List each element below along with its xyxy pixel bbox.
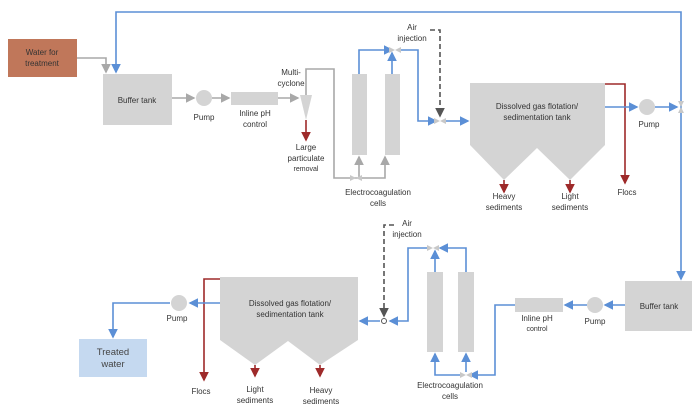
- ec-label: cells: [370, 199, 386, 208]
- dgf-label: Dissolved gas flotation/: [496, 102, 579, 111]
- feed-line: [77, 57, 111, 74]
- multi-cyclone: [300, 95, 312, 120]
- pump-label: Pump: [585, 317, 606, 326]
- dgf-label: sedimentation tank: [256, 310, 324, 319]
- water-for-treatment-box: [8, 39, 77, 77]
- valve-icon: [350, 175, 362, 181]
- inline-ph-1: [231, 92, 278, 105]
- valve-icon: [381, 318, 387, 324]
- flocs2-line: [199, 278, 220, 382]
- pump-4: [171, 295, 187, 311]
- cyclone-ec-line: [305, 68, 390, 179]
- inline-ph-2: [515, 298, 563, 312]
- product-label: water: [100, 359, 124, 370]
- valve-icon: [434, 118, 446, 124]
- pump-1: [196, 90, 212, 106]
- flocs-label: Flocs: [191, 387, 210, 396]
- air-label: injection: [392, 230, 421, 239]
- heavy-label: sediments: [303, 397, 339, 406]
- dgf-tank-2: [220, 277, 358, 365]
- ph-label: control: [243, 120, 267, 129]
- pump-3: [587, 297, 603, 313]
- dgf-label: Dissolved gas flotation/: [249, 299, 332, 308]
- pump-2: [639, 99, 655, 115]
- flocs-label: Flocs: [617, 188, 636, 197]
- buffer-tank-label: Buffer tank: [118, 96, 158, 105]
- recycle-loop-line: [111, 11, 682, 107]
- ec2-inlet-left: [430, 352, 464, 376]
- flocs-line: [605, 83, 630, 185]
- valve-icon: [678, 101, 684, 113]
- dgf-tank-1: [470, 83, 605, 180]
- particulate-label: removal: [294, 166, 319, 173]
- ph-label: Inline pH: [239, 109, 271, 118]
- pump-label: Pump: [639, 120, 660, 129]
- light-label: sediments: [237, 396, 273, 405]
- ph2-ec-line: [468, 304, 515, 380]
- ec-outlet-line: [358, 45, 394, 74]
- heavy-label: Heavy: [310, 386, 333, 395]
- pump-treated-line: [108, 302, 170, 339]
- air-label: Air: [407, 23, 417, 32]
- air-label: injection: [397, 34, 426, 43]
- ec-label: Electrocoagulation: [417, 381, 483, 390]
- valve-icon: [389, 47, 401, 53]
- buffer-tank-2: [625, 281, 692, 331]
- valve-icon: [427, 245, 439, 251]
- ec-label: Electrocoagulation: [345, 188, 411, 197]
- source-label: treatment: [25, 59, 60, 68]
- air-label: Air: [402, 219, 412, 228]
- cyclone-label: Multi-: [281, 68, 301, 77]
- particulate-label: Large: [296, 143, 317, 152]
- cyclone-label: cyclone: [277, 79, 305, 88]
- light-label: Light: [561, 192, 579, 201]
- pump-label: Pump: [167, 314, 188, 323]
- air2-line: [379, 224, 394, 318]
- ec-dgf-line: [398, 49, 438, 126]
- treated-water-box: [79, 339, 147, 377]
- dgf-label: sedimentation tank: [503, 113, 571, 122]
- ec2-outlet-right: [438, 243, 467, 272]
- ec-cell: [427, 272, 443, 352]
- light-label: Light: [246, 385, 264, 394]
- product-label: Treated: [97, 347, 129, 358]
- ec-label: cells: [442, 392, 458, 401]
- ph-label: Inline pH: [521, 314, 553, 323]
- ec-cell: [352, 74, 367, 155]
- air-line: [430, 29, 445, 118]
- buffer-tank-1: [103, 74, 172, 125]
- heavy-label: sediments: [486, 203, 522, 212]
- buffer-tank-label: Buffer tank: [640, 302, 680, 311]
- pump-label: Pump: [194, 113, 215, 122]
- ec-cell: [458, 272, 474, 352]
- light-label: sediments: [552, 203, 588, 212]
- ph-label: control: [526, 326, 547, 333]
- valve-icon: [460, 372, 472, 378]
- ec-cell: [385, 74, 400, 155]
- heavy-label: Heavy: [493, 192, 516, 201]
- particulate-label: particulate: [288, 154, 325, 163]
- source-label: Water for: [26, 48, 59, 57]
- ec2-dgf-line: [388, 247, 430, 326]
